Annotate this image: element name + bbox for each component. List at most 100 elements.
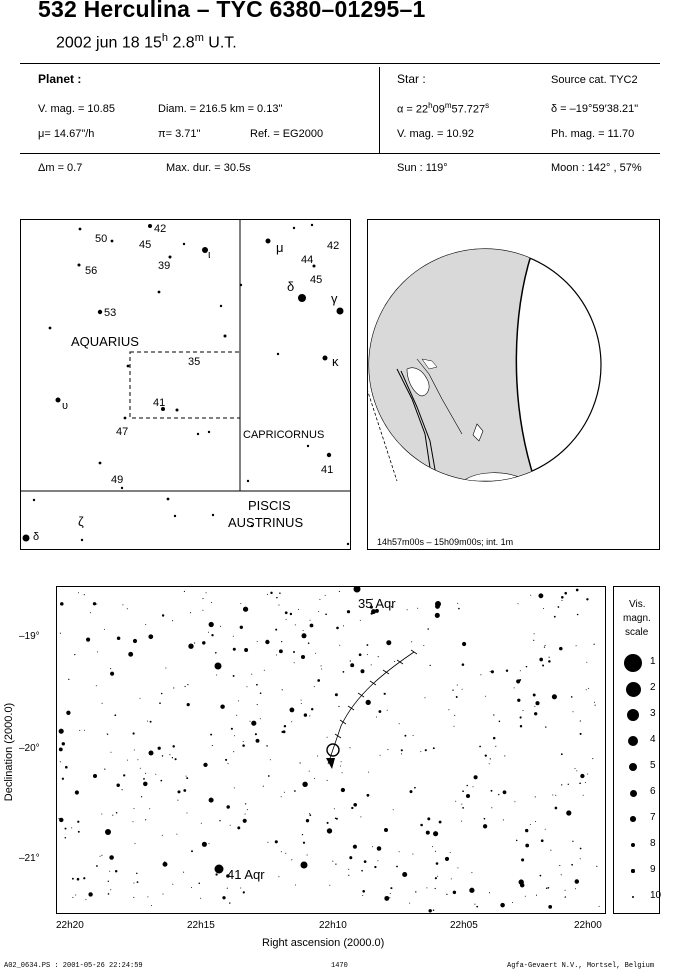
star-dot [291,721,293,723]
star-dot [281,689,283,691]
star-dot [555,794,557,796]
star-dot [498,793,500,796]
star-dot [398,723,400,725]
star-dot [554,806,558,810]
star-dot [458,607,460,610]
star-dot [242,606,249,612]
star-dot [280,851,282,853]
star-dot [300,703,302,705]
star-dot [159,702,161,705]
legend-label: 4 [650,734,656,745]
star-dot [183,871,185,873]
star-dot [61,777,65,780]
asteroid-path [327,651,415,765]
star-dot [349,747,351,749]
star-dot [145,624,147,626]
label-45-aqr: 45 [139,239,151,251]
star-dot [500,902,505,908]
star-dot [226,874,230,878]
star-dot [22,534,30,542]
star-dot [246,686,248,688]
star-dot [186,703,190,707]
star-dot [420,823,423,827]
star-dot [545,887,548,889]
star-dot [211,601,213,604]
star-vmag: V. mag. = 10.92 [397,128,474,140]
star-dot [173,687,175,689]
star-dot [314,777,316,779]
star-dot [513,687,515,689]
star-dot [326,779,328,781]
path-tick [357,692,365,698]
finder-chart-svg: AQUARIUS CAPRICORNUS PISCIS AUSTRINUS 42… [20,219,351,546]
star-dot [312,264,316,268]
path-tick [410,649,418,655]
star-dot [148,224,152,228]
star-dot [95,685,97,687]
star-dot [107,880,109,882]
star-dot [301,633,307,639]
star-right-ascension: α = 22h09m57.727s [397,101,490,116]
star-dot [174,758,177,761]
star-dot [78,592,79,594]
ytick-label: –20° [19,743,40,754]
star-dot [115,812,118,814]
star-dot [169,754,171,756]
star-dot [285,618,287,620]
star-dot [317,679,321,682]
star-dot [110,671,115,676]
star-dot [98,461,102,465]
terminator-line [515,249,536,481]
star-dot [307,642,310,644]
star-dot [371,609,376,615]
star-dot [351,806,354,810]
xtick-label: 22h15 [187,920,215,931]
star-dot [553,615,556,618]
star-dot [32,498,36,502]
star-dot [362,890,366,893]
star-dot [101,854,103,856]
star-dot [575,888,576,890]
star-dot [586,773,588,775]
star-dot [149,720,152,723]
star-dot [190,886,193,889]
star-dot [325,613,327,616]
star-dot [588,687,590,689]
star-dot [322,355,328,361]
star-dot [266,593,269,595]
star-dot [232,647,236,651]
star-dot [276,596,278,599]
star-dot [490,670,494,674]
earth-globe-panel: 14h57m00s – 15h09m00s; int. 1m [367,219,660,550]
legend-title: Vis. [629,599,646,610]
legend-dot [631,869,635,873]
star-dot [97,651,99,653]
star-dot [244,813,246,815]
star-dot [409,790,413,794]
star-dot [279,592,281,594]
star-dot [71,877,74,880]
star-dot [462,790,464,793]
star-dot [461,820,462,822]
star-dot [488,892,491,894]
star-dot [163,861,166,863]
star-dot [340,761,342,763]
star-dot [425,830,430,835]
star-dot [208,843,210,845]
star-dot [72,896,74,898]
legend-dot [629,789,637,797]
star-dot [338,590,340,593]
star-dot [222,896,226,900]
star-dot [172,883,174,885]
star-dot [401,753,402,755]
star-dot [318,611,320,613]
star-dot [457,867,459,869]
star-dot [136,872,138,875]
star-dot [190,612,192,614]
legend-label: 6 [650,786,656,797]
path-tick [369,680,377,686]
star-dot [149,808,151,810]
star-dot [334,817,337,820]
star-dot [370,664,372,666]
star-dot [461,663,465,666]
